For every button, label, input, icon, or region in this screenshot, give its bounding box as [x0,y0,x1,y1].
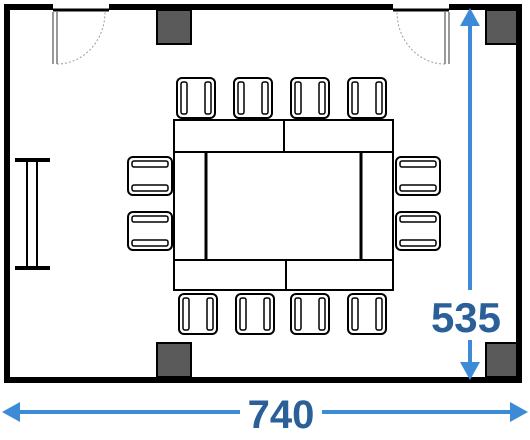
door-right-icon [393,4,450,65]
table-icon [173,119,394,291]
whiteboard-icon [15,158,50,270]
width-dimension-label: 740 [248,393,315,437]
height-dimension-label: 535 [431,294,501,341]
column-icon [156,9,518,378]
door-left-icon [52,4,109,65]
